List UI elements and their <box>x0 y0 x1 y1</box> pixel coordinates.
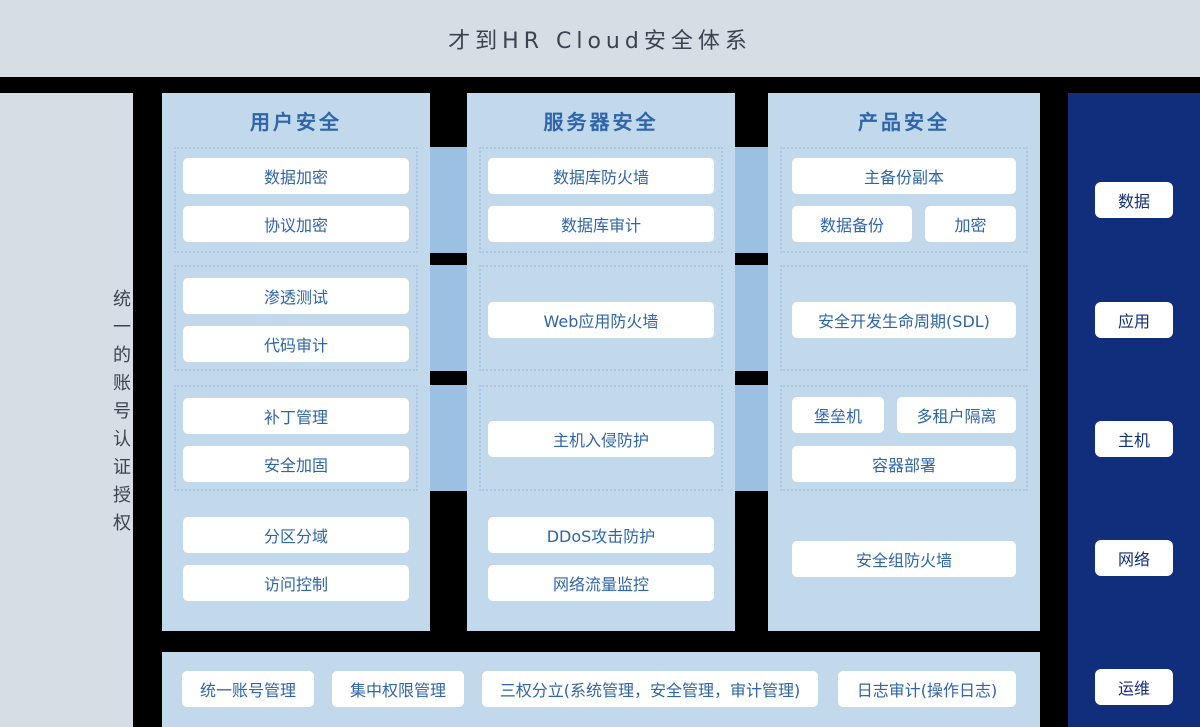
box-patch-management: 补丁管理 <box>183 398 409 434</box>
connector-col1-col2-app-layer <box>430 265 467 371</box>
box-code-audit: 代码审计 <box>183 326 409 362</box>
group-product-data-layer <box>780 147 1028 253</box>
left-sidebar-label: 统一的账号认证授权 <box>110 289 131 541</box>
group-user-data-layer <box>174 147 418 253</box>
column-header: 服务器安全 <box>543 109 659 134</box>
box-data-encryption: 数据加密 <box>183 158 409 194</box>
box-access-control: 访问控制 <box>183 565 409 601</box>
box-partition-zoning: 分区分域 <box>183 517 409 553</box>
box-encryption: 加密 <box>925 206 1016 242</box>
box-host-intrusion-prevention: 主机入侵防护 <box>488 421 714 457</box>
box-database-firewall: 数据库防火墙 <box>488 158 714 194</box>
box-security-hardening: 安全加固 <box>183 446 409 482</box>
box-database-audit: 数据库审计 <box>488 206 714 242</box>
bottom-bar-governance: 统一账号管理 集中权限管理 三权分立(系统管理，安全管理，审计管理) 日志审计(… <box>162 652 1040 727</box>
group-server-data-layer <box>479 147 723 253</box>
layer-host: 主机 <box>1095 421 1173 457</box>
group-product-host-layer <box>780 385 1028 491</box>
box-ddos-protection: DDoS攻击防护 <box>488 517 714 553</box>
group-server-app-layer <box>479 265 723 371</box>
box-bastion-host: 堡垒机 <box>792 397 884 433</box>
box-separation-of-powers: 三权分立(系统管理，安全管理，审计管理) <box>482 671 818 707</box>
group-user-host-layer <box>174 385 418 491</box>
column-product-security: 产品安全 主备份副本 数据备份 加密 安全开发生命周期(SDL) 堡垒机 多租户… <box>768 93 1040 631</box>
box-penetration-testing: 渗透测试 <box>183 278 409 314</box>
connector-col2-col3-host-layer <box>735 385 768 491</box>
layer-data: 数据 <box>1095 182 1173 218</box>
group-product-app-layer <box>780 265 1028 371</box>
box-network-traffic-monitoring: 网络流量监控 <box>488 565 714 601</box>
box-protocol-encryption: 协议加密 <box>183 206 409 242</box>
right-sidebar-layers: 数据 应用 主机 网络 运维 <box>1068 93 1200 727</box>
box-centralized-permission-management: 集中权限管理 <box>332 671 464 707</box>
box-primary-backup-replica: 主备份副本 <box>792 158 1016 194</box>
connector-col1-col2-host-layer <box>430 385 467 491</box>
box-security-group-firewall: 安全组防火墙 <box>792 541 1016 577</box>
box-log-audit: 日志审计(操作日志) <box>838 671 1016 707</box>
page-title: 才到HR Cloud安全体系 <box>448 28 752 54</box>
box-sdl: 安全开发生命周期(SDL) <box>792 302 1016 338</box>
connector-col1-col2-data-layer <box>430 147 467 253</box>
column-server-security: 服务器安全 数据库防火墙 数据库审计 Web应用防火墙 主机入侵防护 DDoS攻… <box>467 93 735 631</box>
group-user-app-layer <box>174 265 418 371</box>
box-unified-account-management: 统一账号管理 <box>182 671 314 707</box>
group-server-host-layer <box>479 385 723 491</box>
box-web-application-firewall: Web应用防火墙 <box>488 302 714 338</box>
column-user-security: 用户安全 数据加密 协议加密 渗透测试 代码审计 补丁管理 安全加固 分区分域 … <box>162 93 430 631</box>
layer-network: 网络 <box>1095 540 1173 576</box>
connector-col2-col3-app-layer <box>735 265 768 371</box>
left-sidebar-unified-auth: 统一的账号认证授权 <box>0 93 133 727</box>
box-data-backup: 数据备份 <box>792 206 912 242</box>
layer-operations: 运维 <box>1095 669 1173 705</box>
layer-application: 应用 <box>1095 302 1173 338</box>
connector-col2-col3-data-layer <box>735 147 768 253</box>
column-header: 用户安全 <box>250 109 342 134</box>
column-header: 产品安全 <box>858 109 950 134</box>
box-multi-tenant-isolation: 多租户隔离 <box>897 397 1016 433</box>
title-bar: 才到HR Cloud安全体系 <box>0 0 1200 77</box>
box-container-deployment: 容器部署 <box>792 446 1016 482</box>
